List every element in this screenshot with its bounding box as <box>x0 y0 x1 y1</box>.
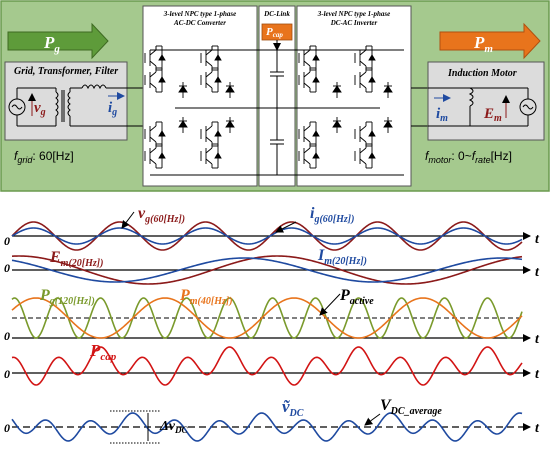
vdc-avg-pointer <box>364 413 381 426</box>
svg-text:Pcap: Pcap <box>266 26 283 39</box>
pcap-wave <box>11 346 523 386</box>
em-label: Em(20[Hz]) <box>49 249 103 269</box>
em-wave <box>11 255 523 285</box>
igbt-switch-3-3 <box>354 143 376 169</box>
pactive-pointer <box>319 293 341 316</box>
clamp-diode-bottom-2 <box>332 117 342 133</box>
grid-freq: fgrid: 60[Hz] <box>14 149 74 165</box>
motor-freq: fmotor: 0~frate[Hz] <box>425 149 512 165</box>
pm-wave <box>11 297 523 339</box>
t-label-4: t <box>535 367 540 382</box>
svg-text:Pm: Pm <box>473 33 493 55</box>
igbt-switch-2-0 <box>298 45 320 71</box>
vg-pointer <box>121 211 135 229</box>
dc-link: DC-Link Pcap <box>258 5 296 187</box>
clamp-diode-top-3 <box>383 82 393 98</box>
svg-text:3-level NPC type 1-phase: 3-level NPC type 1-phase <box>163 10 237 18</box>
waveform-labels: 0 0 0 0 0 t t t t t vg(60[Hz]) ig(60[Hz]… <box>4 205 540 436</box>
waveform-panel <box>11 211 531 444</box>
igbt-switch-0-3 <box>144 143 166 169</box>
svg-text:vg: vg <box>34 100 46 118</box>
t-label-1: t <box>535 232 540 247</box>
ig-pointer <box>275 221 297 233</box>
grid-box: Grid, Transformer, Filter vg ig <box>4 61 128 141</box>
igbt-switch-2-3 <box>298 143 320 169</box>
zero-label-1: 0 <box>4 234 10 248</box>
svg-text:DC-Link: DC-Link <box>263 10 290 18</box>
svg-text:Pg: Pg <box>43 33 60 55</box>
clamp-diode-top-2 <box>332 82 342 98</box>
svg-text:Induction Motor: Induction Motor <box>447 68 517 79</box>
im-label: Im(20[Hz]) <box>317 247 367 267</box>
svg-text:im: im <box>436 106 448 124</box>
igbt-switch-1-3 <box>200 143 222 169</box>
pg-arrow-sub: g <box>53 43 60 55</box>
clamp-diode-top-1 <box>225 82 235 98</box>
zero-label-2: 0 <box>4 261 10 275</box>
igbt-switch-3-2 <box>354 121 376 147</box>
svg-text:3-level NPC type 1-phase: 3-level NPC type 1-phase <box>317 10 391 18</box>
motor-box: Induction Motor im Em <box>427 61 545 141</box>
igbt-switch-1-2 <box>200 121 222 147</box>
t-label-2: t <box>535 265 540 280</box>
pm-label: Pm(40[Hz]) <box>179 287 233 307</box>
pg-arrow: Pg <box>7 22 109 60</box>
ig-label: ig(60[Hz]) <box>310 205 354 225</box>
clamp-diode-bottom-3 <box>383 117 393 133</box>
svg-text:ig: ig <box>108 100 117 118</box>
vdc-wave <box>11 412 523 442</box>
vdc-avg-label: VDC_average <box>380 397 442 417</box>
igbt-switch-1-1 <box>200 67 222 93</box>
svg-text:AC-DC Converter: AC-DC Converter <box>173 19 226 27</box>
ac-dc-converter: 3-level NPC type 1-phase AC-DC Converter <box>142 5 258 187</box>
svg-text:DC-AC Inverter: DC-AC Inverter <box>330 19 378 27</box>
t-label-5: t <box>535 421 540 436</box>
vg-label: vg(60[Hz]) <box>138 205 185 225</box>
igbt-switch-0-1 <box>144 67 166 93</box>
im-wave <box>11 257 523 283</box>
igbt-switch-3-1 <box>354 67 376 93</box>
igbt-switch-0-2 <box>144 121 166 147</box>
ig-wave <box>11 227 523 245</box>
dc-ac-inverter: 3-level NPC type 1-phase DC-AC Inverter <box>296 5 412 187</box>
pg-wave <box>11 297 523 339</box>
pcap-label: Pcap <box>89 341 117 363</box>
pg-arrow-label: P <box>43 33 55 52</box>
igbt-switch-2-1 <box>298 67 320 93</box>
zero-label-4: 0 <box>4 367 10 381</box>
pactive-label: Pactive <box>339 287 374 307</box>
svg-text:Em: Em <box>483 106 502 124</box>
grid-box-title: Grid, Transformer, Filter <box>14 66 118 77</box>
clamp-diode-top-0 <box>178 82 188 98</box>
igbt-switch-1-0 <box>200 45 222 71</box>
clamp-diode-bottom-0 <box>178 117 188 133</box>
pm-arrow-label: P <box>473 33 485 52</box>
clamp-diode-bottom-1 <box>225 117 235 133</box>
vdc-tilde-label: ṽDC <box>282 397 304 419</box>
pm-arrow-sub: m <box>484 43 493 55</box>
zero-label-5: 0 <box>4 421 10 435</box>
pg-label: Pg(120[Hz]) <box>39 287 95 307</box>
dv-label: ΔvDC <box>159 419 188 435</box>
igbt-switch-2-2 <box>298 121 320 147</box>
zero-label-3: 0 <box>4 329 10 343</box>
t-label-3: t <box>535 332 540 347</box>
pm-arrow: Pm <box>439 22 541 60</box>
